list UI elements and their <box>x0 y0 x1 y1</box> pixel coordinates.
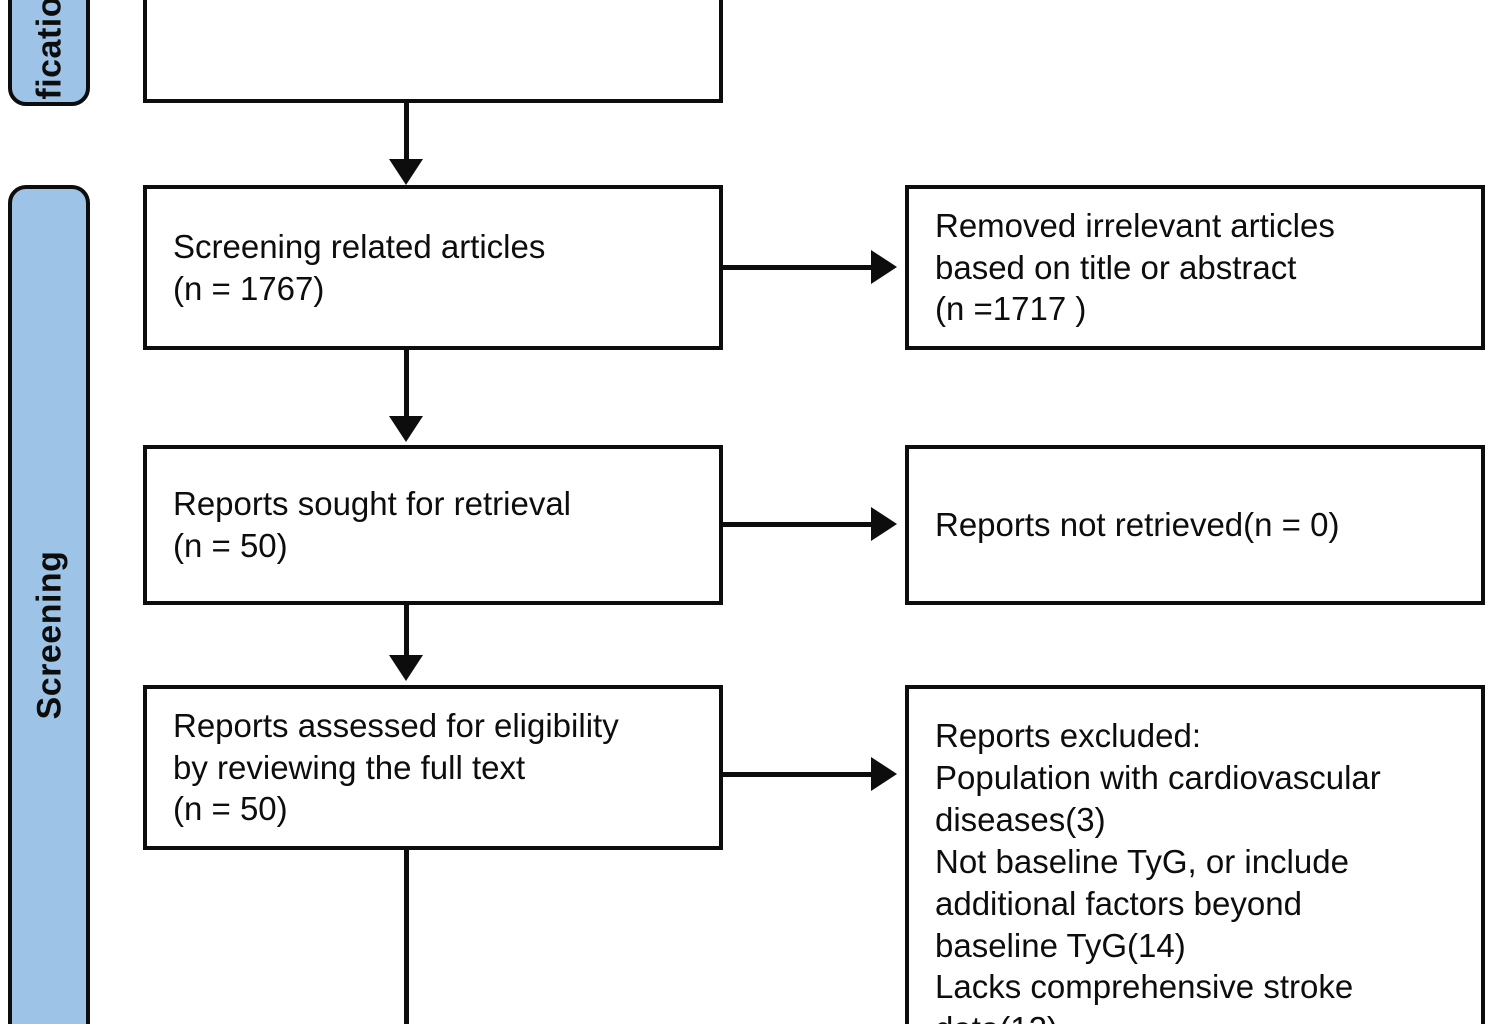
box-reports-assessed-for-eligibility: Reports assessed for eligibility by revi… <box>143 685 723 850</box>
box-reports-not-retrieved-text: Reports not retrieved(n = 0) <box>935 506 1340 544</box>
connector-sought-to-notretrieved-arrowhead <box>871 507 897 541</box>
connector-eligibility-to-excluded-arrowhead <box>871 757 897 791</box>
box-screening-related-articles-text: Screening related articles (n = 1767) <box>173 227 546 307</box>
connector-screening-to-removed-line <box>723 265 871 270</box>
stage-bar-identification: Identification <box>8 0 90 106</box>
box-reports-sought-for-retrieval: Reports sought for retrieval (n = 50) <box>143 445 723 605</box>
connector-sought-to-notretrieved-line <box>723 522 871 527</box>
box-screening-related-articles: Screening related articles (n = 1767) <box>143 185 723 350</box>
stage-label-screening: Screening <box>30 550 69 720</box>
connector-eligibility-to-excluded-line <box>723 772 871 777</box>
box-database-records: Embase(n = 1243) <box>143 0 723 103</box>
connector-screening-to-sought-arrowhead <box>389 416 423 442</box>
connector-eligibility-to-included-line <box>404 850 409 1024</box>
connector-databases-to-screening-line <box>404 103 409 161</box>
box-reports-not-retrieved: Reports not retrieved(n = 0) <box>905 445 1485 605</box>
box-reports-excluded: Reports excluded: Population with cardio… <box>905 685 1485 1024</box>
box-removed-irrelevant-articles-text: Removed irrelevant articles based on tit… <box>935 206 1335 328</box>
connector-sought-to-eligibility-line <box>404 605 409 657</box>
connector-sought-to-eligibility-arrowhead <box>389 655 423 681</box>
box-removed-irrelevant-articles: Removed irrelevant articles based on tit… <box>905 185 1485 350</box>
box-reports-excluded-text: Reports excluded: Population with cardio… <box>935 717 1381 1024</box>
connector-screening-to-removed-arrowhead <box>871 250 897 284</box>
stage-bar-screening: Screening <box>8 185 90 1024</box>
box-reports-assessed-for-eligibility-text: Reports assessed for eligibility by revi… <box>173 706 619 828</box>
connector-screening-to-sought-line <box>404 350 409 418</box>
connector-databases-to-screening-arrowhead <box>389 159 423 185</box>
box-reports-sought-for-retrieval-text: Reports sought for retrieval (n = 50) <box>173 485 572 564</box>
stage-label-identification: Identification <box>30 0 68 102</box>
